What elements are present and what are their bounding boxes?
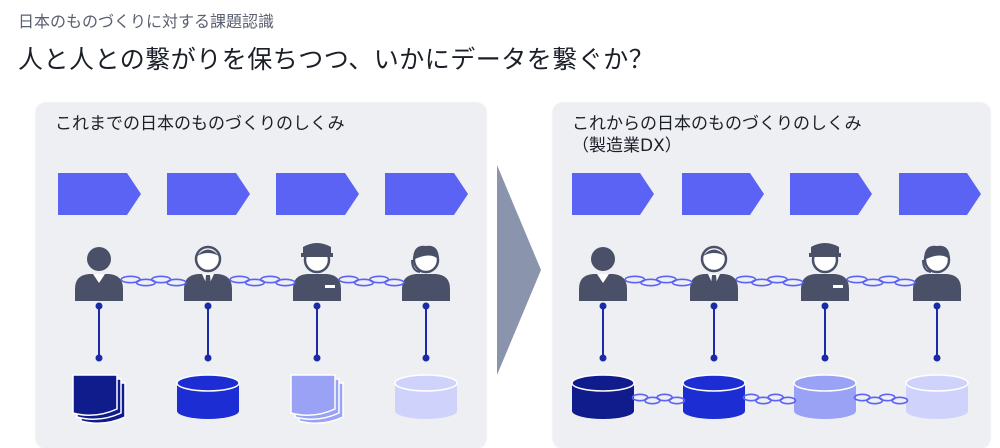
chain-link-icon <box>853 393 909 405</box>
chain-link-icon <box>338 275 405 287</box>
businessman-icon <box>75 247 123 301</box>
header-kicker: 日本のものづくりに対する課題認識 <box>18 12 275 31</box>
businessman-icon <box>579 247 627 301</box>
process-step-arrow-icon <box>385 173 468 215</box>
connector-line <box>710 302 718 362</box>
database-icon <box>571 374 635 419</box>
current-system-diagram <box>58 173 468 424</box>
process-step-arrow-icon <box>899 173 981 215</box>
chain-link-icon <box>120 275 187 287</box>
future-system-label: これからの日本のものづくりのしくみ <box>572 114 862 134</box>
headset-worker-icon <box>402 245 450 301</box>
chain-link-icon <box>846 275 916 287</box>
future-system-panel: これからの日本のものづくりのしくみ （製造業DX） <box>553 103 990 448</box>
chain-link-icon <box>624 275 693 287</box>
database-icon <box>793 374 857 419</box>
chain-link-icon <box>742 393 797 405</box>
future-system-sublabel: （製造業DX） <box>572 136 682 156</box>
tie-worker-icon <box>690 245 738 301</box>
connector-line <box>599 302 607 362</box>
document-stack-icon <box>72 374 126 424</box>
connector-line <box>95 302 103 362</box>
process-step-arrow-icon <box>167 173 250 215</box>
database-icon <box>394 374 458 419</box>
connector-line <box>933 302 941 362</box>
process-step-arrow-icon <box>682 173 764 215</box>
cap-worker-icon <box>801 243 849 301</box>
database-icon <box>682 374 746 419</box>
page-title: 人と人との繋がりを保ちつつ、いかにデータを繋ぐか？ <box>18 45 655 74</box>
chain-link-icon <box>631 393 686 405</box>
connector-line <box>313 302 321 362</box>
process-step-arrow-icon <box>276 173 359 215</box>
tie-worker-icon <box>184 245 232 301</box>
chain-link-icon <box>229 275 296 287</box>
connector-line <box>821 302 829 362</box>
future-system-diagram <box>571 173 981 419</box>
process-step-arrow-icon <box>572 173 654 215</box>
connector-line <box>422 302 430 362</box>
current-system-label: これまでの日本のものづくりのしくみ <box>55 114 345 134</box>
headset-worker-icon <box>913 245 961 301</box>
current-system-panel: これまでの日本のものづくりのしくみ <box>36 103 486 448</box>
cap-worker-icon <box>293 243 341 301</box>
transition-arrow-icon <box>497 165 541 375</box>
connector-line <box>204 302 212 362</box>
document-stack-icon <box>290 374 344 424</box>
database-icon <box>905 374 969 419</box>
chain-link-icon <box>735 275 804 287</box>
database-icon <box>176 374 240 419</box>
process-step-arrow-icon <box>58 173 141 215</box>
process-step-arrow-icon <box>790 173 872 215</box>
